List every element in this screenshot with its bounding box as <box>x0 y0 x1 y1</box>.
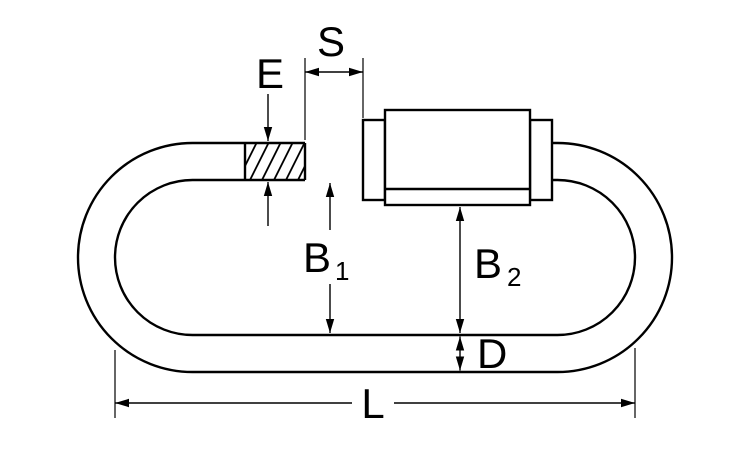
wire-cut-end-lines <box>243 143 307 180</box>
nut-body <box>383 108 532 207</box>
b2-label: B <box>474 240 502 287</box>
dimension-s: S <box>304 18 364 140</box>
quick-link-body <box>76 141 674 374</box>
link-outer-outline <box>76 141 674 374</box>
nut-left-collar <box>361 118 387 202</box>
b1-label: B <box>303 234 331 281</box>
e-label: E <box>256 50 284 97</box>
link-inner-outline <box>113 178 637 337</box>
l-label: L <box>361 380 384 427</box>
dimension-e: E <box>256 50 284 226</box>
d-label: D <box>477 330 507 377</box>
s-extension-lines <box>304 58 364 140</box>
dimension-d: D <box>455 330 507 377</box>
dimension-l: L <box>114 348 636 427</box>
b2-subscript: 2 <box>507 262 521 292</box>
s-label: S <box>317 18 345 65</box>
nut-right-collar <box>528 118 554 202</box>
screw-sleeve-nut <box>361 108 554 207</box>
dimension-b1: B 1 <box>303 183 349 333</box>
dimension-b2: B 2 <box>455 207 521 333</box>
b1-subscript: 1 <box>335 256 349 286</box>
hatch-lines <box>246 144 304 179</box>
